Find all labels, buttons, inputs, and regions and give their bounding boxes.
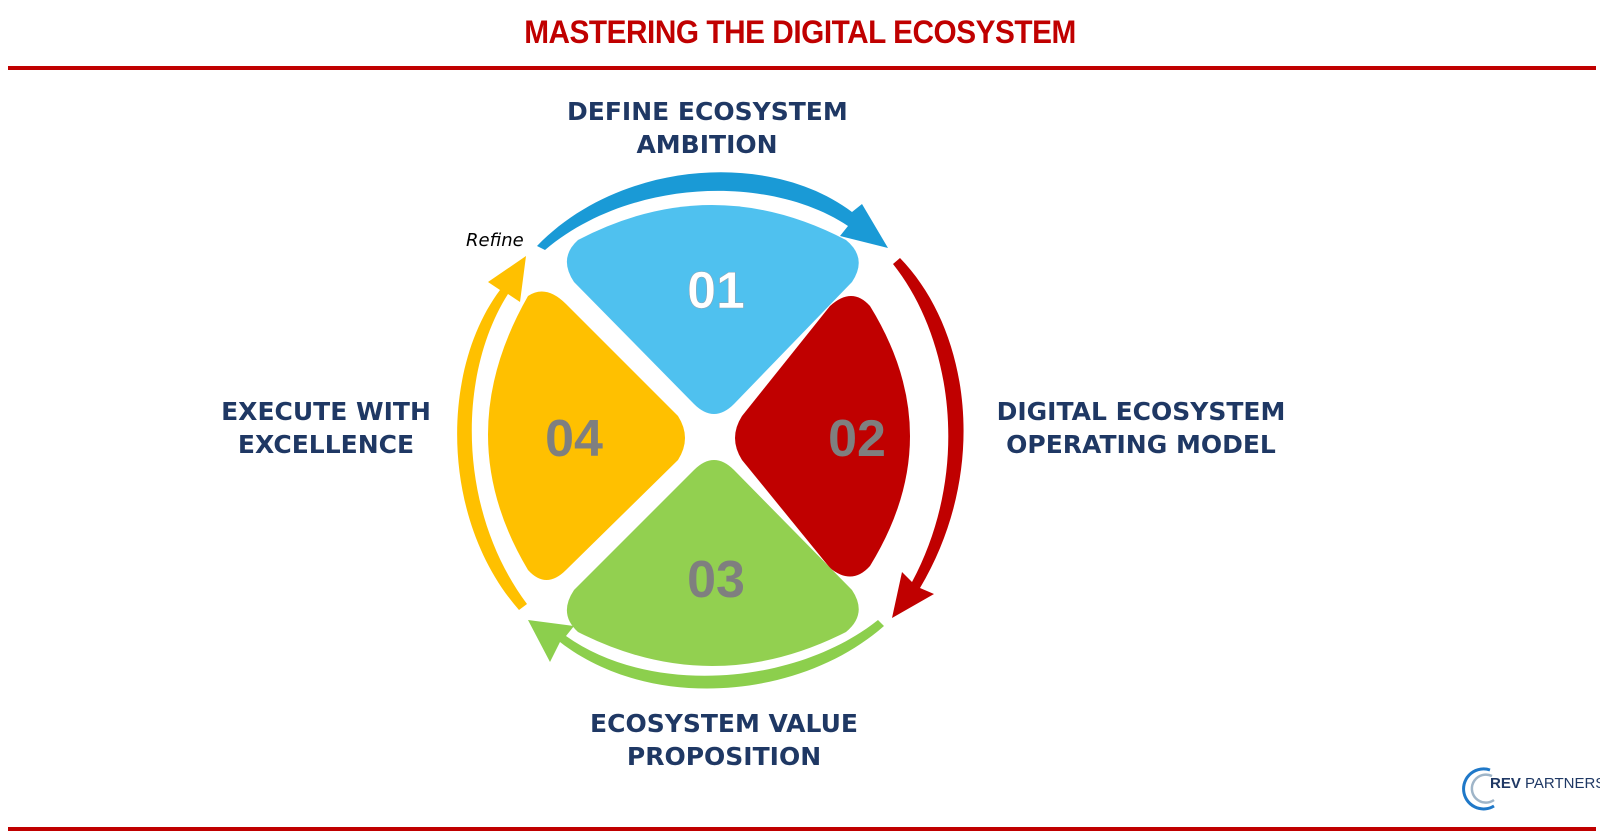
quadrant-04 [488, 291, 685, 580]
step-02-label-line1: DIGITAL ECOSYSTEM [996, 397, 1286, 426]
bottom-divider [8, 827, 1596, 831]
top-divider [8, 66, 1596, 70]
step-01-number: 01 [687, 262, 745, 320]
arrow-01 [537, 172, 888, 250]
quadrant-03 [566, 460, 859, 666]
step-01-label: DEFINE ECOSYSTEM AMBITION [567, 95, 848, 161]
quadrant-02 [735, 296, 910, 577]
step-04-label: EXECUTE WITH EXCELLENCE [210, 395, 442, 461]
arrow-02 [892, 258, 964, 618]
step-03-label-line1: ECOSYSTEM VALUE [590, 709, 858, 738]
page-title: MASTERING THE DIGITAL ECOSYSTEM [524, 14, 1076, 50]
logo-brand: REV [1490, 775, 1521, 792]
logo-swoosh-icon [1462, 767, 1495, 811]
step-02-label-line2: OPERATING MODEL [1006, 430, 1276, 459]
rev-partners-logo: REV PARTNERS [1460, 762, 1600, 812]
arrow-04 [457, 256, 527, 610]
step-04-label-line2: EXCELLENCE [237, 430, 415, 459]
refine-label: Refine [466, 230, 524, 251]
step-03-label-line2: PROPOSITION [626, 742, 822, 771]
step-04-number: 04 [545, 410, 603, 468]
step-04-label-line1: EXECUTE WITH [221, 397, 431, 426]
step-02-label: DIGITAL ECOSYSTEM OPERATING MODEL [993, 395, 1289, 461]
logo-rest: PARTNERS [1520, 775, 1600, 792]
step-01-label-line2: AMBITION [636, 130, 778, 159]
logo-text: REV PARTNERS [1490, 775, 1600, 792]
arrow-03 [528, 620, 884, 689]
quadrant-01 [566, 205, 859, 414]
step-03-label: ECOSYSTEM VALUE PROPOSITION [588, 707, 860, 773]
step-02-number: 02 [828, 410, 886, 468]
step-03-number: 03 [687, 551, 745, 609]
step-01-label-line1: DEFINE ECOSYSTEM [567, 97, 848, 126]
